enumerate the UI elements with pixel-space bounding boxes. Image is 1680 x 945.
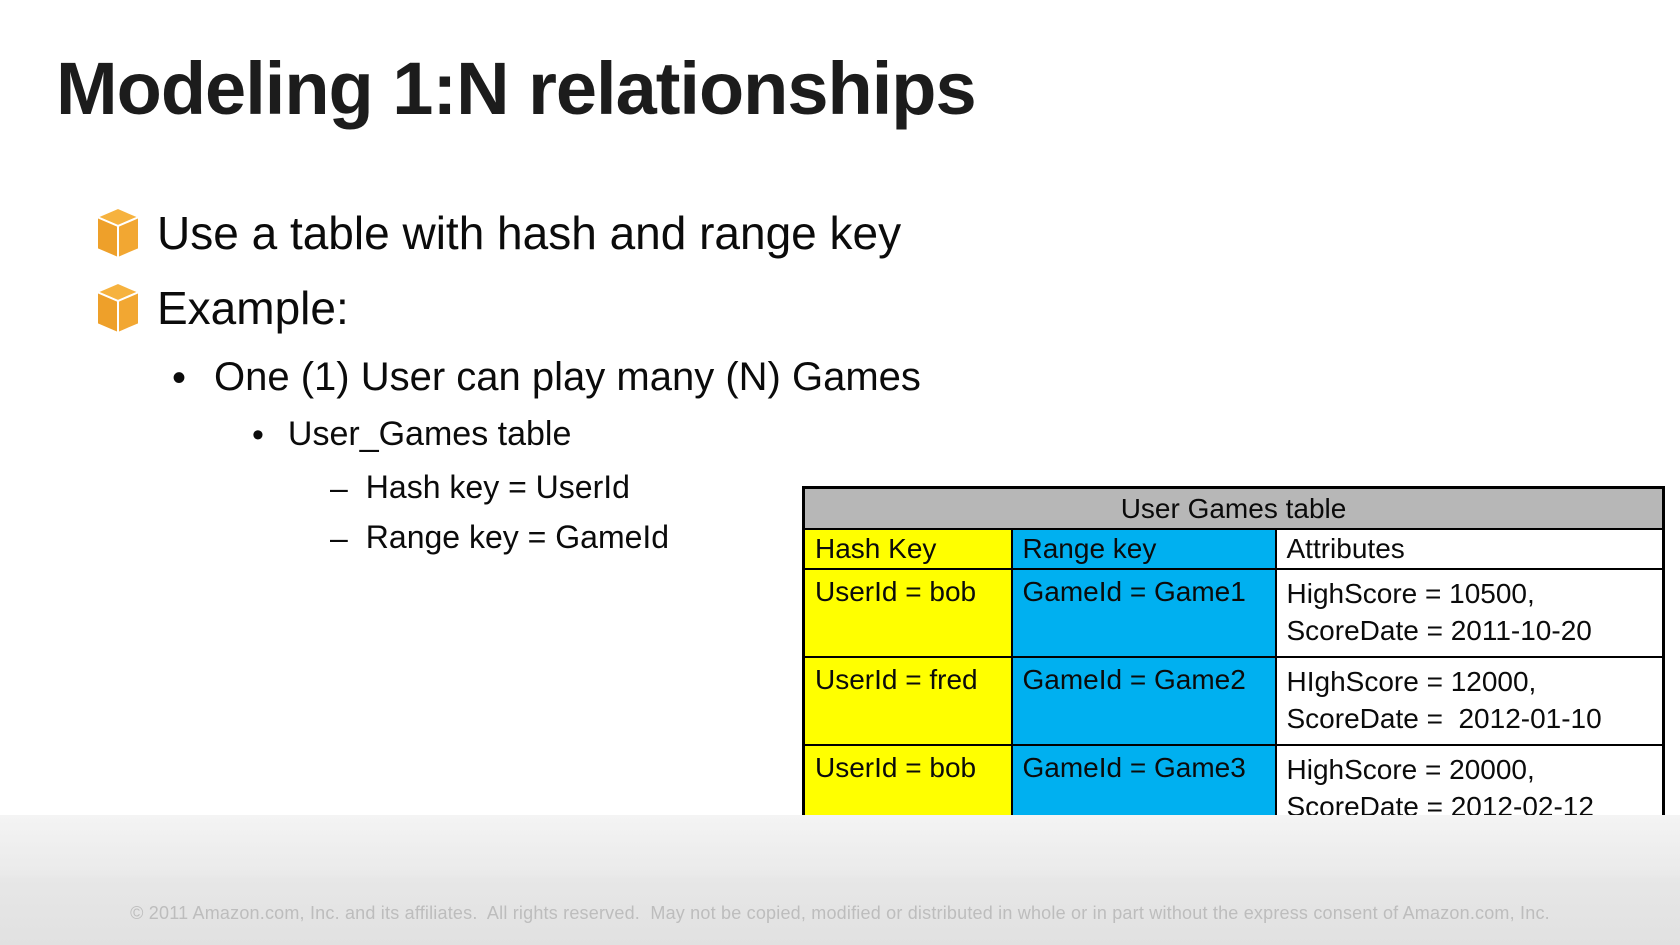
cell-text: ScoreDate = 2011-10-20 xyxy=(1286,615,1592,646)
aws-cube-icon xyxy=(94,206,142,260)
sub-sub-bullet-text: User_Games table xyxy=(287,415,572,453)
cell-text: GameId = Game3 xyxy=(1022,752,1246,783)
bullet-item-2: Example: xyxy=(94,281,349,335)
sub-sub-bullet-item: • User_Games table xyxy=(252,415,571,454)
dot-bullet-icon: • xyxy=(252,415,264,454)
dash-bullet-icon: – xyxy=(330,519,348,556)
column-header-range-key: Range key xyxy=(1010,528,1277,570)
table-row: UserId = bob GameId = Game1 HighScore = … xyxy=(802,568,1665,658)
table-caption-row: User Games table xyxy=(802,486,1665,530)
dash-bullet-item-1: – Hash key = UserId xyxy=(330,469,630,506)
sub-bullet-item: • One (1) User can play many (N) Games xyxy=(172,355,921,400)
column-header-attributes: Attributes xyxy=(1274,528,1665,570)
bullet-text: Example: xyxy=(157,282,349,334)
user-games-table: User Games table Hash Key Range key Attr… xyxy=(802,486,1666,835)
cell-attributes: HIghScore = 12000, ScoreDate = 2012-01-1… xyxy=(1274,656,1665,746)
footer-band xyxy=(0,815,1680,945)
cell-text: UserId = bob xyxy=(815,752,977,783)
bullet-item-1: Use a table with hash and range key xyxy=(94,206,902,260)
cell-range-key: GameId = Game1 xyxy=(1010,568,1277,658)
table-title: User Games table xyxy=(802,486,1665,530)
cell-text: GameId = Game2 xyxy=(1022,664,1246,695)
cell-range-key: GameId = Game2 xyxy=(1010,656,1277,746)
dash-bullet-text: Range key = GameId xyxy=(365,519,670,555)
copyright-text: © 2011 Amazon.com, Inc. and its affiliat… xyxy=(130,903,1550,923)
user-games-table-container: User Games table Hash Key Range key Attr… xyxy=(802,486,1666,835)
cell-text: ScoreDate = 2012-01-10 xyxy=(1286,703,1602,734)
column-header-hash-key: Hash Key xyxy=(802,528,1013,570)
cell-hash-key: UserId = bob xyxy=(802,568,1013,658)
cell-text: UserId = bob xyxy=(815,576,977,607)
bullet-text: Use a table with hash and range key xyxy=(157,207,902,259)
cell-attributes: HighScore = 10500, ScoreDate = 2011-10-2… xyxy=(1274,568,1665,658)
cell-text: HIghScore = 12000, xyxy=(1286,666,1537,697)
table-header-row: Hash Key Range key Attributes xyxy=(802,528,1665,570)
aws-cube-icon xyxy=(94,281,142,335)
dash-bullet-text: Hash key = UserId xyxy=(365,469,630,505)
dot-bullet-icon: • xyxy=(172,355,187,400)
page-title: Modeling 1:N relationships xyxy=(56,47,977,130)
cell-text: UserId = fred xyxy=(815,664,978,695)
dash-bullet-icon: – xyxy=(330,469,348,506)
cell-hash-key: UserId = fred xyxy=(802,656,1013,746)
cell-text: GameId = Game1 xyxy=(1022,576,1246,607)
cell-text: HighScore = 20000, xyxy=(1286,754,1535,785)
table-row: UserId = fred GameId = Game2 HIghScore =… xyxy=(802,656,1665,746)
dash-bullet-item-2: – Range key = GameId xyxy=(330,519,669,556)
sub-bullet-text: One (1) User can play many (N) Games xyxy=(214,355,921,399)
cell-text: HighScore = 10500, xyxy=(1286,578,1535,609)
